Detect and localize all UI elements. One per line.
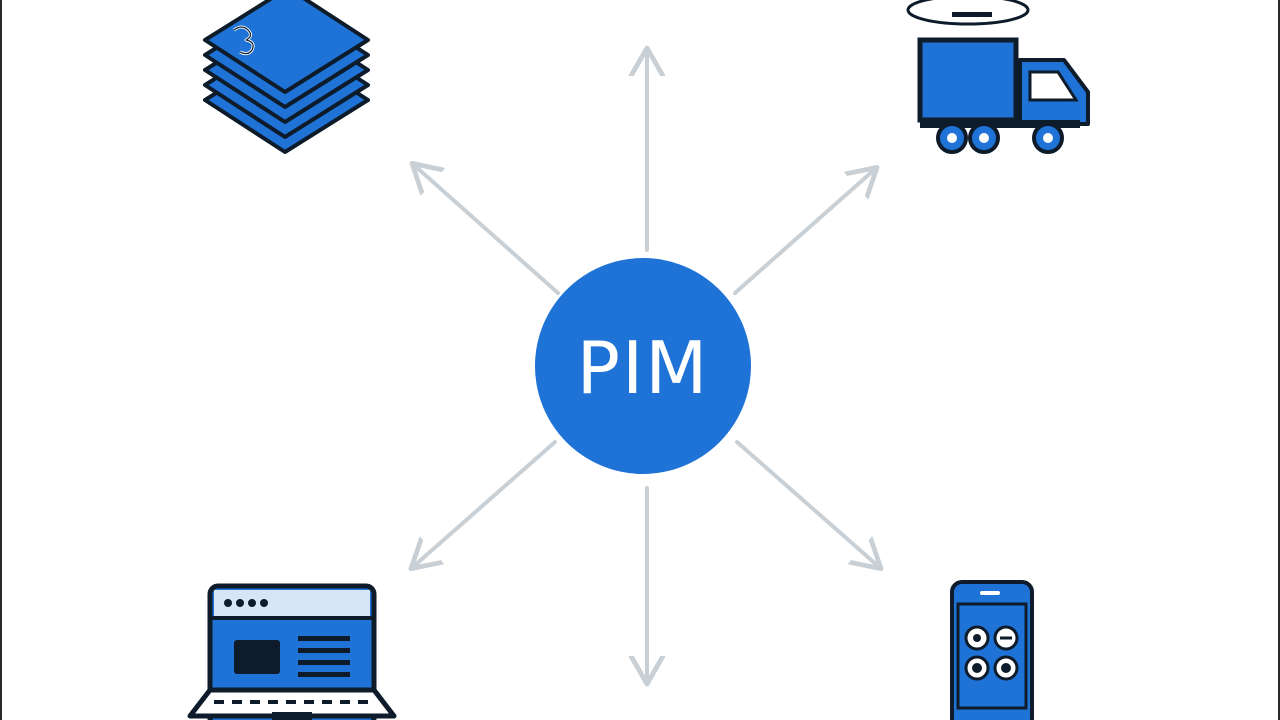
mobile-app-icon <box>950 580 1034 720</box>
stacked-layers-icon <box>203 0 370 154</box>
delivery-truck-icon <box>906 0 1090 154</box>
arrow-down-left <box>414 440 557 566</box>
pim-hub-circle <box>535 258 751 474</box>
arrow-up-left <box>415 166 560 295</box>
arrows <box>414 52 878 680</box>
arrow-down-right <box>735 440 878 566</box>
pim-hub-label: PIM <box>576 326 710 410</box>
arrow-up-right <box>733 170 874 295</box>
laptop-website-icon <box>187 583 397 720</box>
